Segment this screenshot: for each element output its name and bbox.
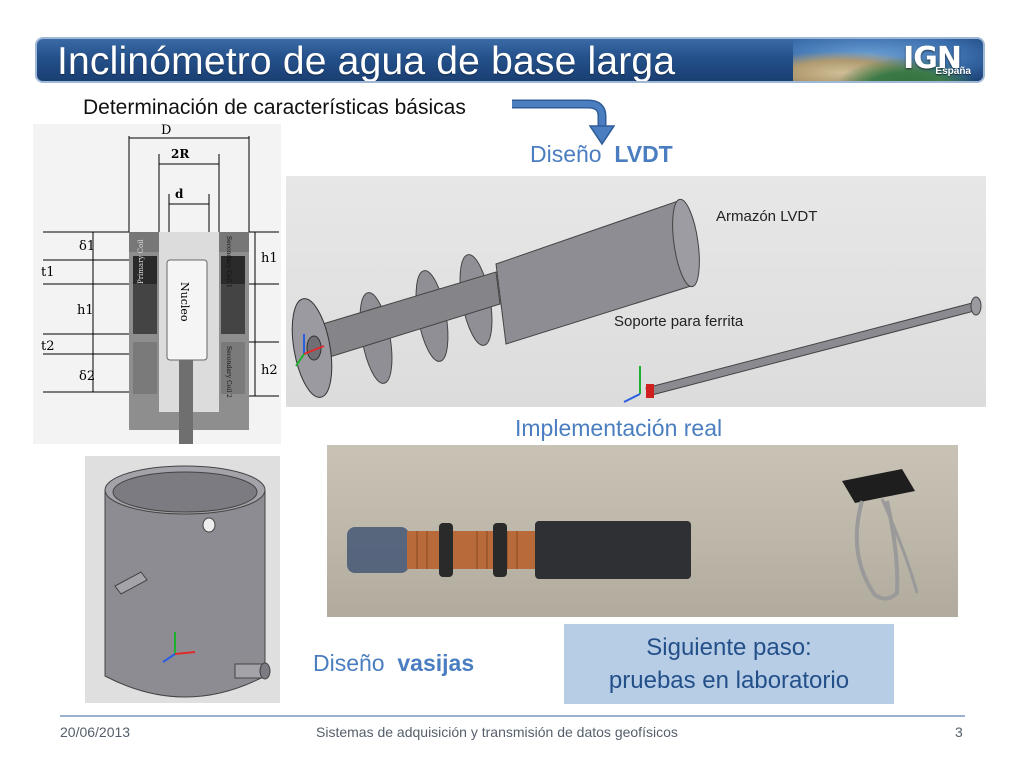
primary-coil-label: Primary Coil <box>137 239 145 284</box>
slide-title: Inclinómetro de agua de base larga <box>57 40 676 83</box>
ign-logo: IGN <box>903 41 962 76</box>
next-step-box: Siguiente paso: pruebas en laboratorio <box>564 624 894 704</box>
next-step-line2: pruebas en laboratorio <box>608 667 850 694</box>
lvdt-cross-section-diagram: D 2R d δ1 t1 h1 t2 δ2 h1 h2 Nucleo Prima… <box>33 123 281 444</box>
lvdt-design-label: Diseño LVDT <box>530 141 673 168</box>
next-step-line1: Siguiente paso: <box>646 634 812 661</box>
dim-h1-right: h1 <box>261 251 278 266</box>
lvdt-emphasis: LVDT <box>614 141 673 167</box>
photo-drawing <box>347 469 919 601</box>
dim-t2: t2 <box>41 339 55 354</box>
diagram-drawing: D 2R d δ1 t1 h1 t2 δ2 h1 h2 Nucleo Prima… <box>41 123 279 444</box>
dim-delta1: δ1 <box>79 239 95 254</box>
title-bar: Inclinómetro de agua de base larga IGN E… <box>35 37 985 83</box>
subtitle: Determinación de características básicas <box>83 96 466 119</box>
vessel-prefix: Diseño <box>313 650 385 676</box>
page-number: 3 <box>955 724 963 740</box>
dim-h2-right: h2 <box>261 363 278 378</box>
frame-label: Armazón LVDT <box>716 208 818 225</box>
footer-title: Sistemas de adquisición y transmisión de… <box>316 724 678 740</box>
implementation-label: Implementación real <box>515 415 723 441</box>
dim-d-inner: d <box>175 187 184 201</box>
dim-t1: t1 <box>41 265 55 280</box>
footer-divider <box>60 715 965 717</box>
globe-image <box>793 39 983 81</box>
lvdt-prefix: Diseño <box>530 141 602 167</box>
lvdt-cad-render: Armazón LVDT Soporte para ferrita <box>286 176 986 407</box>
lvdt-cad-drawing <box>291 198 982 403</box>
vessel-cad-render <box>85 456 280 703</box>
secondary-coil-2-label: Secondary Coil 2 <box>225 346 232 398</box>
dim-2r: 2R <box>171 147 190 161</box>
footer-date: 20/06/2013 <box>60 724 131 740</box>
core-label: Nucleo <box>178 282 191 322</box>
ign-logo-country: España <box>935 66 971 77</box>
vessel-design-label: Diseño vasijas <box>313 650 474 677</box>
lvdt-prototype-photo <box>327 445 958 617</box>
vessel-emphasis: vasijas <box>397 650 475 676</box>
secondary-coil-1-label: Secondary Coil 1 <box>225 236 232 288</box>
dim-d-outer: D <box>161 124 171 138</box>
bent-arrow-icon <box>512 99 615 146</box>
vessel-drawing <box>104 465 271 698</box>
dim-delta2: δ2 <box>79 369 95 384</box>
dim-h1-left: h1 <box>77 303 94 318</box>
ferrite-support-label: Soporte para ferrita <box>614 313 744 330</box>
